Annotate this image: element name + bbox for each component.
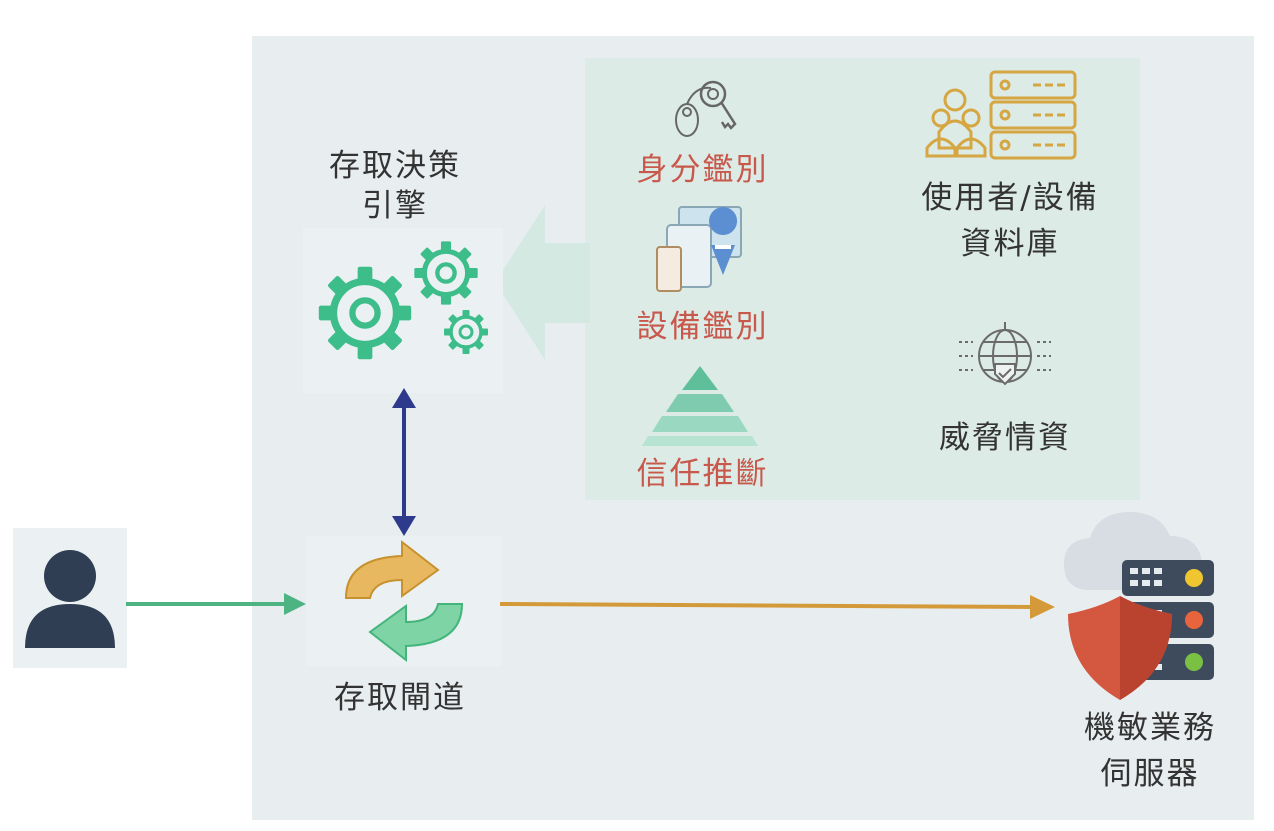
globe-shield-icon	[959, 322, 1051, 386]
sync-arrows-icon	[344, 539, 464, 663]
server-icon-tile	[1060, 510, 1230, 705]
user-device-db-label-line2: 資料庫	[960, 226, 1060, 262]
signals-to-engine-arrow	[495, 205, 590, 360]
gateway-icon-tile	[306, 536, 502, 666]
user-icon	[25, 550, 115, 648]
keys-icon	[675, 80, 737, 137]
trust-inference-label: 信任推斷	[636, 456, 769, 492]
server-label-line2: 伺服器	[1100, 756, 1200, 792]
engine-label-line1: 存取決策	[329, 148, 461, 184]
threat-intel-label: 威脅情資	[939, 420, 1071, 456]
threat-icon-tile	[955, 318, 1055, 396]
device-icon-tile	[645, 203, 760, 298]
identity-icon-tile	[655, 74, 755, 146]
users-server-icon	[925, 70, 1077, 160]
engine-label-line2: 引擎	[362, 188, 428, 224]
device-auth-label: 設備鑑別	[636, 309, 769, 345]
identity-auth-label: 身分鑑別	[636, 152, 769, 188]
gateway-to-server-arrow	[500, 595, 1055, 619]
engine-icon-tile	[303, 228, 503, 393]
user-to-gateway-arrow	[126, 593, 306, 615]
user-device-db-label-line1: 使用者/設備	[921, 180, 1099, 216]
gateway-label: 存取閘道	[334, 680, 466, 716]
gears-icon	[303, 228, 490, 393]
trust-icon-tile	[640, 362, 760, 450]
pyramid-icon	[642, 366, 758, 446]
server-label-line1: 機敏業務	[1084, 710, 1216, 746]
devices-icon	[656, 206, 742, 292]
user-db-icon-tile	[925, 66, 1085, 166]
engine-gateway-double-arrow	[392, 388, 416, 536]
cloud-server-shield-icon	[1064, 512, 1214, 700]
user-tile	[13, 528, 127, 668]
